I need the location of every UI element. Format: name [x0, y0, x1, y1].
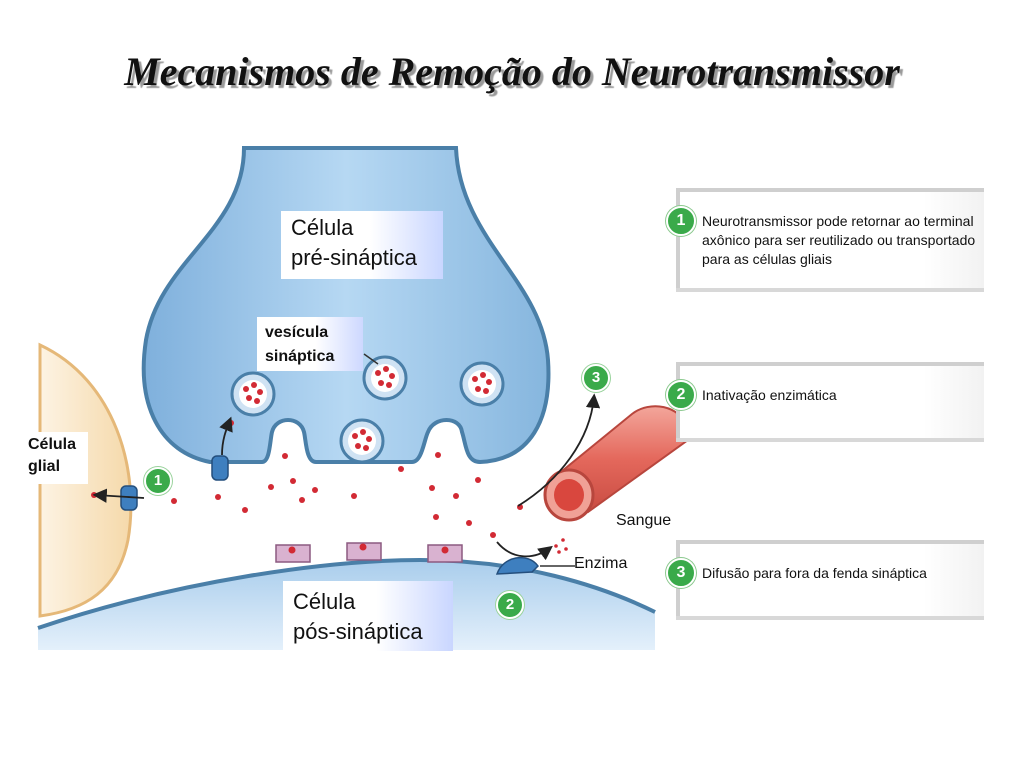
enzyme-arrow: [496, 541, 553, 561]
panel-text: Difusão para fora da fenda sináptica: [702, 565, 927, 581]
blood-vessel: [543, 405, 689, 522]
panel-text: Inativação enzimática: [702, 387, 837, 403]
info-panel-enzymatic: 2 Inativação enzimática: [666, 362, 984, 438]
receptors: [275, 542, 463, 563]
badge-reuptake: 1: [144, 467, 172, 495]
glial-cell-label: Célula glial: [24, 432, 88, 484]
postsynaptic-label-line2: pós-sináptica: [293, 619, 423, 644]
panel-number: 2: [666, 380, 696, 410]
info-panel-diffusion: 3 Difusão para fora da fenda sináptica: [666, 540, 984, 616]
page-title: Mecanismos de Remoção do Neurotransmisso…: [124, 49, 900, 94]
presynaptic-cell-label: Célula pré-sináptica: [281, 211, 443, 279]
vesicle: [459, 361, 505, 407]
vesicle-label: vesícula sináptica: [257, 317, 363, 371]
diffusion-arrow: [517, 393, 601, 507]
badge-enzyme: 2: [496, 591, 524, 619]
postsynaptic-label-line1: Célula: [293, 589, 356, 614]
glial-label-line2: glial: [28, 458, 61, 475]
vesicle: [230, 371, 276, 417]
badge-diffusion: 3: [582, 364, 610, 392]
vesicle-label-line2: sináptica: [265, 348, 335, 365]
reuptake-arrow-glial: [92, 488, 145, 503]
enzyme: [495, 556, 539, 575]
presynaptic-terminal: [141, 146, 551, 465]
vesicle: [362, 355, 408, 401]
presynaptic-transporter: [211, 455, 229, 481]
blood-label: Sangue: [616, 512, 672, 529]
info-panel-reuptake: 1 Neurotransmissor pode retornar ao term…: [666, 188, 984, 288]
panel-number: 1: [666, 206, 696, 236]
presynaptic-label-line2: pré-sináptica: [291, 245, 417, 270]
vesicles: [230, 355, 505, 464]
presynaptic-label-line1: Célula: [291, 215, 354, 240]
panel-text: Neurotransmissor pode retornar ao termin…: [702, 213, 976, 267]
vesicle: [339, 418, 385, 464]
postsynaptic-cell-label: Célula pós-sináptica: [283, 581, 453, 651]
panel-number: 3: [666, 558, 696, 588]
glial-label-line1: Célula: [28, 436, 77, 453]
reuptake-arrow-presynaptic: [219, 416, 233, 456]
vesicle-label-line1: vesícula: [265, 324, 329, 341]
enzyme-label: Enzima: [574, 555, 628, 572]
